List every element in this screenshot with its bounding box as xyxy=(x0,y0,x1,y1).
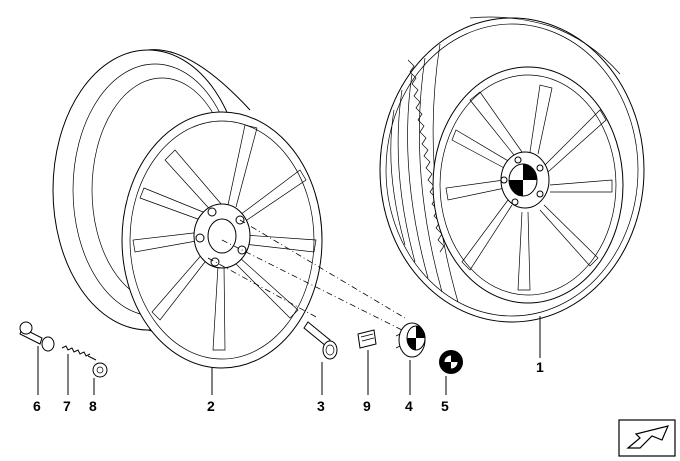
balance-weight xyxy=(357,329,377,349)
callout-4-label: 4 xyxy=(405,398,413,414)
callout-8: 8 xyxy=(89,398,97,414)
callout-1: 1 xyxy=(536,359,544,375)
leader-lines xyxy=(37,316,541,395)
callout-numbers: 1 2 3 5 9 4 5 6 7 8 xyxy=(33,359,544,414)
bmw-roundel-icon xyxy=(439,350,463,374)
complete-wheel-with-tire xyxy=(379,16,645,323)
light-alloy-rim xyxy=(52,49,323,369)
alignment-lines xyxy=(207,219,407,333)
arrow-icon[interactable] xyxy=(618,419,676,457)
wheel-bolt xyxy=(303,321,338,360)
callout-2: 2 xyxy=(207,398,215,414)
callout-6: 6 xyxy=(33,398,41,414)
callout-5: 5 xyxy=(441,398,449,414)
valve-cap xyxy=(92,362,108,378)
callout-7: 7 xyxy=(63,398,71,414)
hub-cap xyxy=(395,322,426,358)
callout-9: 9 xyxy=(363,398,371,414)
valve-core xyxy=(61,345,97,361)
callout-3: 3 xyxy=(317,398,325,414)
tire-valve xyxy=(19,321,55,352)
